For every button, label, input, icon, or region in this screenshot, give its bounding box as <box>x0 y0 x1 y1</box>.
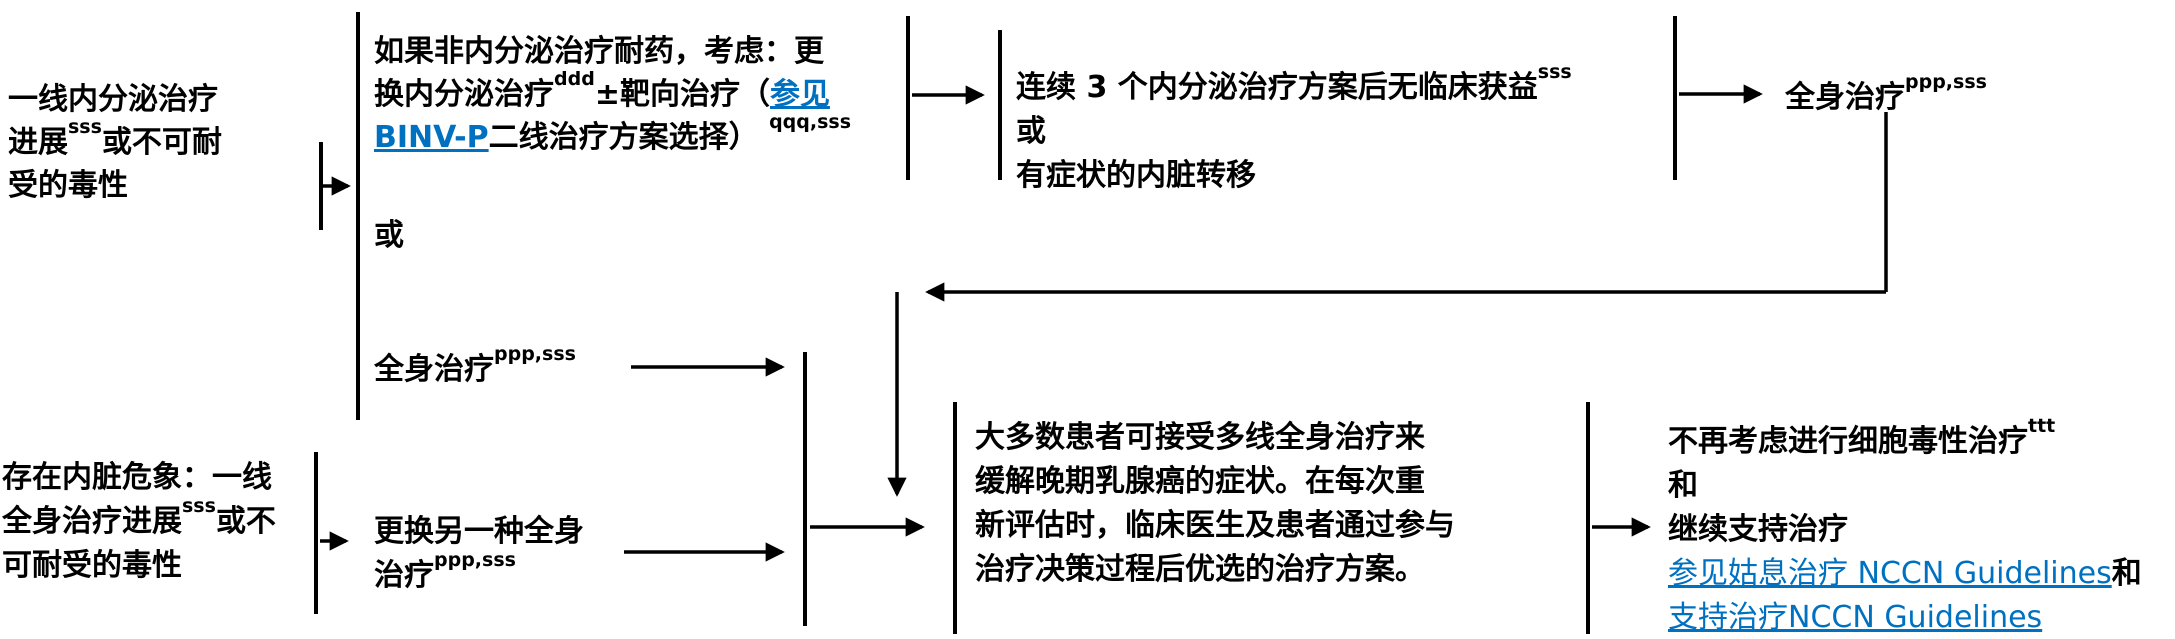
node-visceral-crisis: 存在内脏危象：一线 全身治疗进展sss或不 可耐受的毒性 <box>2 456 276 588</box>
node-switch-systemic: 更换另一种全身 治疗ppp,sss <box>374 510 584 598</box>
node-no-clinical-benefit-line3: 有症状的内脏转移 <box>1016 158 1256 193</box>
node-visceral-crisis-line1: 存在内脏危象：一线 <box>2 460 272 495</box>
node-no-clinical-benefit-line2: 或 <box>1016 114 1046 149</box>
footnote-ddd: ddd <box>554 68 595 90</box>
link-palliative-care-guidelines[interactable]: 参见姑息治疗 NCCN Guidelines <box>1668 556 2112 591</box>
node-visceral-crisis-line2: 全身治疗进展sss或不 <box>2 495 276 540</box>
node-first-line-endocrine-line2: 进展sss或不可耐 <box>8 116 222 161</box>
node-no-cytotoxic-line3: 继续支持治疗 <box>1668 512 1848 547</box>
footnote-ttt: ttt <box>2028 415 2056 437</box>
node-switch-endocrine-line1: 如果非内分泌治疗耐药，考虑：更 <box>374 34 824 69</box>
node-multiline-note-line1: 大多数患者可接受多线全身治疗来 <box>975 420 1425 455</box>
link-binv-p[interactable]: BINV-P <box>374 120 489 155</box>
footnote-sss: sss <box>182 495 216 517</box>
footnote-ppp-sss: ppp,sss <box>434 549 516 571</box>
node-no-cytotoxic: 不再考虑进行细胞毒性治疗ttt 和 继续支持治疗 参见姑息治疗 NCCN Gui… <box>1668 415 2142 639</box>
node-first-line-endocrine: 一线内分泌治疗 进展sss或不可耐 受的毒性 <box>8 78 222 207</box>
node-no-cytotoxic-line5: 支持治疗NCCN Guidelines <box>1668 596 2142 639</box>
node-no-cytotoxic-line2: 和 <box>1668 468 1698 503</box>
footnote-ppp-sss: ppp,sss <box>1905 71 1987 93</box>
node-no-cytotoxic-line4: 参见姑息治疗 NCCN Guidelines和 <box>1668 556 2142 591</box>
node-switch-endocrine-line2: 换内分泌治疗ddd±靶向治疗（参见 <box>374 68 830 113</box>
link-supportive-care-guidelines[interactable]: 支持治疗NCCN Guidelines <box>1668 600 2043 635</box>
node-switch-endocrine-line3: BINV-P二线治疗方案选择） qqq,sss <box>374 111 852 156</box>
node-switch-systemic-line1: 更换另一种全身 <box>374 514 584 549</box>
footnote-sss: sss <box>68 116 102 138</box>
node-no-cytotoxic-line1: 不再考虑进行细胞毒性治疗ttt <box>1668 415 2056 460</box>
node-multiline-note-line4: 治疗决策过程后优选的治疗方案。 <box>975 552 1425 587</box>
node-no-clinical-benefit: 连续 3 个内分泌治疗方案后无临床获益sss 或 有症状的内脏转移 <box>1016 61 1572 198</box>
node-systemic-top: 全身治疗ppp,sss <box>1785 71 1987 116</box>
footnote-sss: sss <box>1537 61 1572 83</box>
node-switch-systemic-line2: 治疗ppp,sss <box>374 549 516 594</box>
node-first-line-endocrine-line1: 一线内分泌治疗 <box>8 82 218 117</box>
node-or-separator: 或 <box>374 218 404 253</box>
node-first-line-endocrine-line3: 受的毒性 <box>8 168 128 203</box>
node-multiline-note: 大多数患者可接受多线全身治疗来 缓解晚期乳腺癌的症状。在每次重 新评估时，临床医… <box>975 416 1455 592</box>
node-systemic-option: 全身治疗ppp,sss <box>374 343 576 388</box>
node-multiline-note-line2: 缓解晚期乳腺癌的症状。在每次重 <box>975 464 1425 499</box>
node-switch-endocrine: 如果非内分泌治疗耐药，考虑：更 换内分泌治疗ddd±靶向治疗（参见 BINV-P… <box>374 30 851 159</box>
node-no-clinical-benefit-line1: 连续 3 个内分泌治疗方案后无临床获益sss <box>1016 61 1572 106</box>
footnote-qqq-sss: qqq,sss <box>769 111 852 133</box>
node-visceral-crisis-line3: 可耐受的毒性 <box>2 548 182 583</box>
node-multiline-note-line3: 新评估时，临床医生及患者通过参与 <box>975 508 1455 543</box>
footnote-ppp-sss: ppp,sss <box>494 343 576 365</box>
link-binv-p-see[interactable]: 参见 <box>769 77 830 112</box>
